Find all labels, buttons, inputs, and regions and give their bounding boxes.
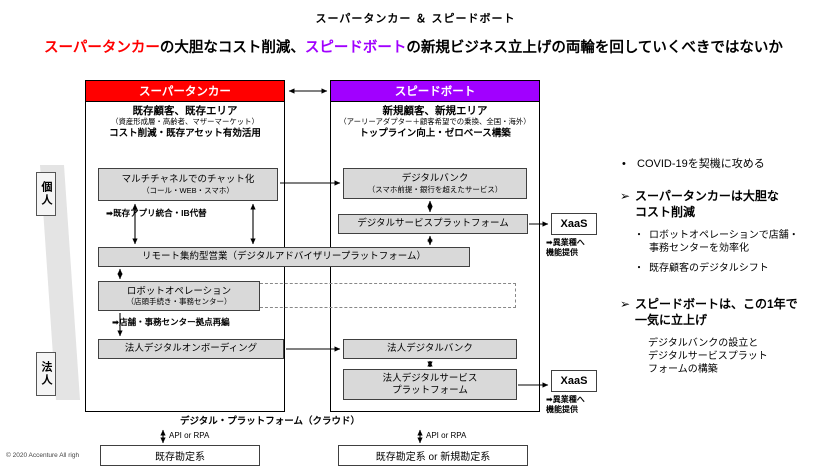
supertanker-header: スーパータンカー — [85, 80, 285, 102]
subtitle-mid-text: の大胆なコスト削減、 — [159, 40, 305, 56]
subtitle-boat-term: スピードボート — [304, 40, 407, 56]
bullet-text: ロボットオペレーションで店舗・ 事務センターを効率化 — [649, 230, 799, 254]
remote-sales-box: リモート集約型営業（デジタルアドバイザリープラットフォーム） — [98, 247, 470, 267]
bullet-robot: ・ ロボットオペレーションで店舗・ 事務センターを効率化 — [634, 229, 816, 255]
platform-label: デジタル・プラットフォーム（クラウド） — [179, 416, 361, 427]
speedboat-audience-detail: （アーリーアダプター＋顧客希望での乗換、全国・海外） — [339, 116, 531, 126]
bullet-marker: • — [622, 158, 626, 170]
supertanker-audience: 既存顧客、既存エリア — [132, 105, 238, 117]
digital-bank-box: デジタルバンク （スマホ前提・銀行を超えたサービス） — [343, 168, 527, 199]
bullet-covid: • COVID-19を契機に攻める — [622, 157, 822, 171]
corporate-label: 法人 — [36, 352, 56, 396]
remote-sales-title: リモート集約型営業（デジタルアドバイザリープラットフォーム） — [142, 251, 426, 263]
segment-band-shape — [40, 165, 80, 400]
legacy-core-box: 既存勘定系 — [100, 445, 260, 466]
slide-title: スーパータンカー ＆ スピードボート — [315, 13, 516, 25]
bullet-text: COVID-19を契機に攻める — [637, 158, 765, 170]
speedboat-audience: 新規顧客、新規エリア — [382, 105, 488, 117]
bullet-supertanker: ➢ スーパータンカーは大胆な コスト削減 — [620, 189, 826, 220]
digital-bank-subtitle: （スマホ前提・銀行を超えたサービス） — [367, 184, 503, 194]
xaas-box-1: XaaS — [551, 213, 597, 235]
corporate-onboarding-box: 法人デジタルオンボーディング — [98, 339, 284, 359]
subtitle-tail-text: の新規ビジネス立上げの両輪を回していくべきではないか — [406, 40, 783, 56]
bullet-marker: ➢ — [620, 297, 631, 311]
bullet-digital-bank: デジタルバンクの設立と デジタルサービスプラット フォームの構築 — [648, 337, 808, 376]
bullet-text: 既存顧客のデジタルシフト — [649, 263, 769, 274]
xaas-note-2-line1: ➡異業種へ — [546, 395, 585, 404]
corporate-dsp-line1: 法人デジタルサービス — [382, 373, 478, 385]
bullet-marker: ➢ — [620, 189, 631, 203]
bullet-speedboat: ➢ スピードボートは、この1年で 一気に立上げ — [620, 297, 826, 328]
bullet-digital-shift: ・ 既存顧客のデジタルシフト — [634, 262, 816, 275]
speedboat-strategy: トップライン向上・ゼロベース構築 — [359, 128, 511, 140]
corporate-digital-bank-title: 法人デジタルバンク — [387, 343, 473, 355]
core-choice-box: 既存勘定系 or 新規勘定系 — [338, 445, 528, 466]
digital-service-platform-box: デジタルサービスプラットフォーム — [338, 214, 528, 234]
supertanker-audience-detail: （資産形成層・高齢者、マザーマーケット） — [111, 116, 259, 126]
chat-box: マルチチャネルでのチャット化 （コール・WEB・スマホ） — [98, 168, 278, 201]
robot-operation-subtitle: （店頭手続き・事務センター） — [126, 297, 232, 307]
api-label-2: API or RPA — [426, 431, 467, 440]
digital-bank-title: デジタルバンク — [401, 173, 469, 185]
bullet-text: デジタルバンクの設立と デジタルサービスプラット フォームの構築 — [648, 338, 768, 375]
corporate-digital-service-platform-box: 法人デジタルサービス プラットフォーム — [343, 369, 517, 400]
chat-box-title: マルチチャネルでのチャット化 — [121, 174, 255, 186]
api-label-1: API or RPA — [169, 431, 210, 440]
xaas-note-2: ➡異業種へ 機能提供 — [546, 395, 585, 416]
xaas-box-2: XaaS — [551, 370, 597, 392]
chat-note: ➡既存アプリ統合・IB代替 — [106, 208, 207, 218]
chat-box-subtitle: （コール・WEB・スマホ） — [142, 185, 234, 195]
robot-dashed-extension — [260, 283, 516, 308]
xaas-note-1-line1: ➡異業種へ — [546, 238, 585, 247]
bullet-marker: ・ — [634, 230, 644, 241]
speedboat-header: スピードボート — [330, 80, 540, 102]
bullet-text: スピードボートは、この1年で 一気に立上げ — [635, 297, 798, 327]
corporate-onboarding-title: 法人デジタルオンボーディング — [124, 343, 258, 355]
personal-label: 個人 — [36, 172, 56, 216]
supertanker-strategy: コスト削減・既存アセット有効活用 — [109, 128, 261, 140]
xaas-note-1-line2: 機能提供 — [546, 248, 578, 258]
slide-subtitle: スーパータンカーの大胆なコスト削減、スピードボートの新規ビジネス立上げの両輪を回… — [44, 36, 826, 57]
corporate-digital-bank-box: 法人デジタルバンク — [343, 339, 517, 359]
robot-operation-box: ロボットオペレーション （店頭手続き・事務センター） — [98, 281, 260, 311]
copyright-text: © 2020 Accenture All righ — [6, 452, 80, 459]
supertanker-description: 既存顧客、既存エリア （資産形成層・高齢者、マザーマーケット） コスト削減・既存… — [86, 105, 284, 140]
robot-operation-title: ロボットオペレーション — [126, 285, 232, 297]
bullet-marker: ・ — [634, 263, 644, 274]
xaas-note-2-line2: 機能提供 — [546, 405, 578, 415]
bullet-text: スーパータンカーは大胆な コスト削減 — [635, 189, 779, 219]
xaas-note-1: ➡異業種へ 機能提供 — [546, 238, 585, 259]
robot-note: ➡店舗・事務センター拠点再編 — [112, 317, 230, 327]
digital-service-platform-title: デジタルサービスプラットフォーム — [357, 218, 509, 230]
speedboat-description: 新規顧客、新規エリア （アーリーアダプター＋顧客希望での乗換、全国・海外） トッ… — [331, 105, 539, 140]
corporate-dsp-line2: プラットフォーム — [392, 384, 468, 396]
subtitle-tanker-term: スーパータンカー — [44, 40, 160, 56]
